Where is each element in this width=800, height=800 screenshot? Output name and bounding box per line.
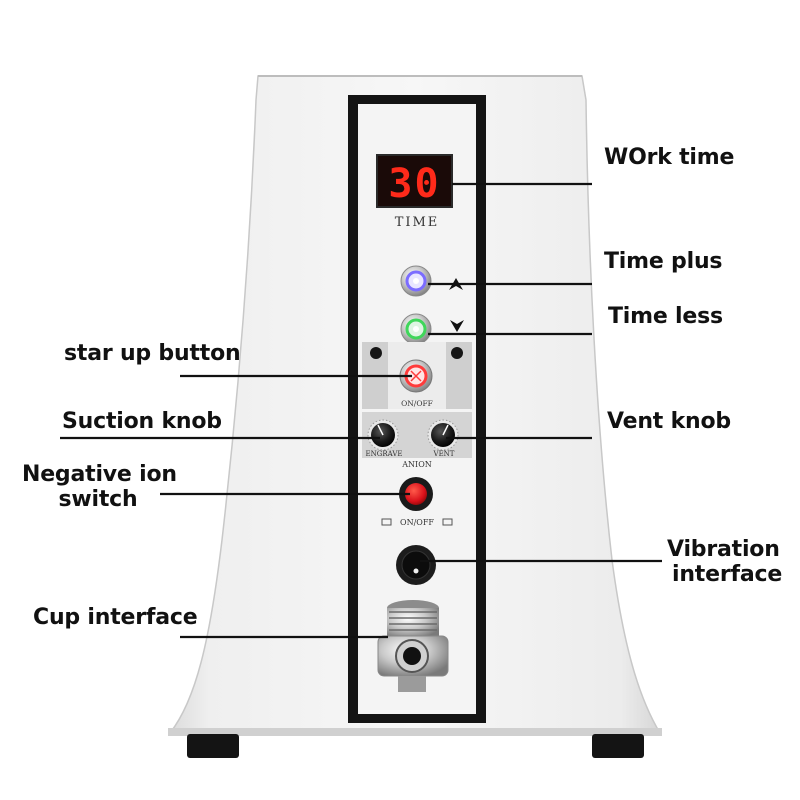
negative-ion-switch[interactable] bbox=[399, 477, 433, 511]
display-label: TIME bbox=[395, 215, 440, 230]
vibration-label: Vibration interface bbox=[667, 537, 782, 587]
vent-knob[interactable] bbox=[427, 419, 459, 451]
screw-left bbox=[370, 347, 382, 359]
vibration-port[interactable] bbox=[396, 545, 436, 585]
vent-label: VENT bbox=[433, 450, 455, 458]
time-plus-label: Time plus bbox=[604, 249, 723, 274]
right-foot bbox=[592, 734, 644, 758]
anion-switch-label: ON/OFF bbox=[400, 518, 434, 527]
cup-interface-label: Cup interface bbox=[33, 605, 198, 630]
vibration-label-line2: interface bbox=[672, 562, 783, 587]
time-plus-button[interactable] bbox=[400, 265, 432, 297]
suction-knob[interactable] bbox=[367, 419, 399, 451]
start-button-label: star up button bbox=[64, 341, 241, 366]
display-digits: 30 bbox=[388, 161, 440, 207]
suction-knob-label: Suction knob bbox=[62, 409, 222, 434]
on-symbol-icon bbox=[442, 518, 453, 526]
negative-ion-label: Negative ion switch bbox=[22, 462, 177, 512]
negative-ion-label-line1: Negative ion bbox=[22, 462, 177, 487]
negative-ion-label-line2: switch bbox=[58, 487, 138, 512]
time-display bbox=[376, 154, 453, 208]
anion-label: ANION bbox=[401, 460, 432, 469]
left-foot bbox=[187, 734, 239, 758]
vent-knob-label: Vent knob bbox=[607, 409, 731, 434]
arrow-down-icon bbox=[450, 320, 464, 332]
time-less-label: Time less bbox=[608, 304, 723, 329]
work-time-label: WOrk time bbox=[604, 145, 735, 170]
time-less-button[interactable] bbox=[400, 313, 432, 345]
vibration-label-line1: Vibration bbox=[667, 537, 780, 562]
callout-lines bbox=[60, 182, 662, 639]
engrave-label: ENGRAVE bbox=[366, 450, 403, 458]
off-symbol-icon bbox=[381, 518, 392, 526]
screw-right bbox=[451, 347, 463, 359]
cup-port[interactable] bbox=[377, 600, 449, 692]
power-label: ON/OFF bbox=[401, 399, 433, 408]
